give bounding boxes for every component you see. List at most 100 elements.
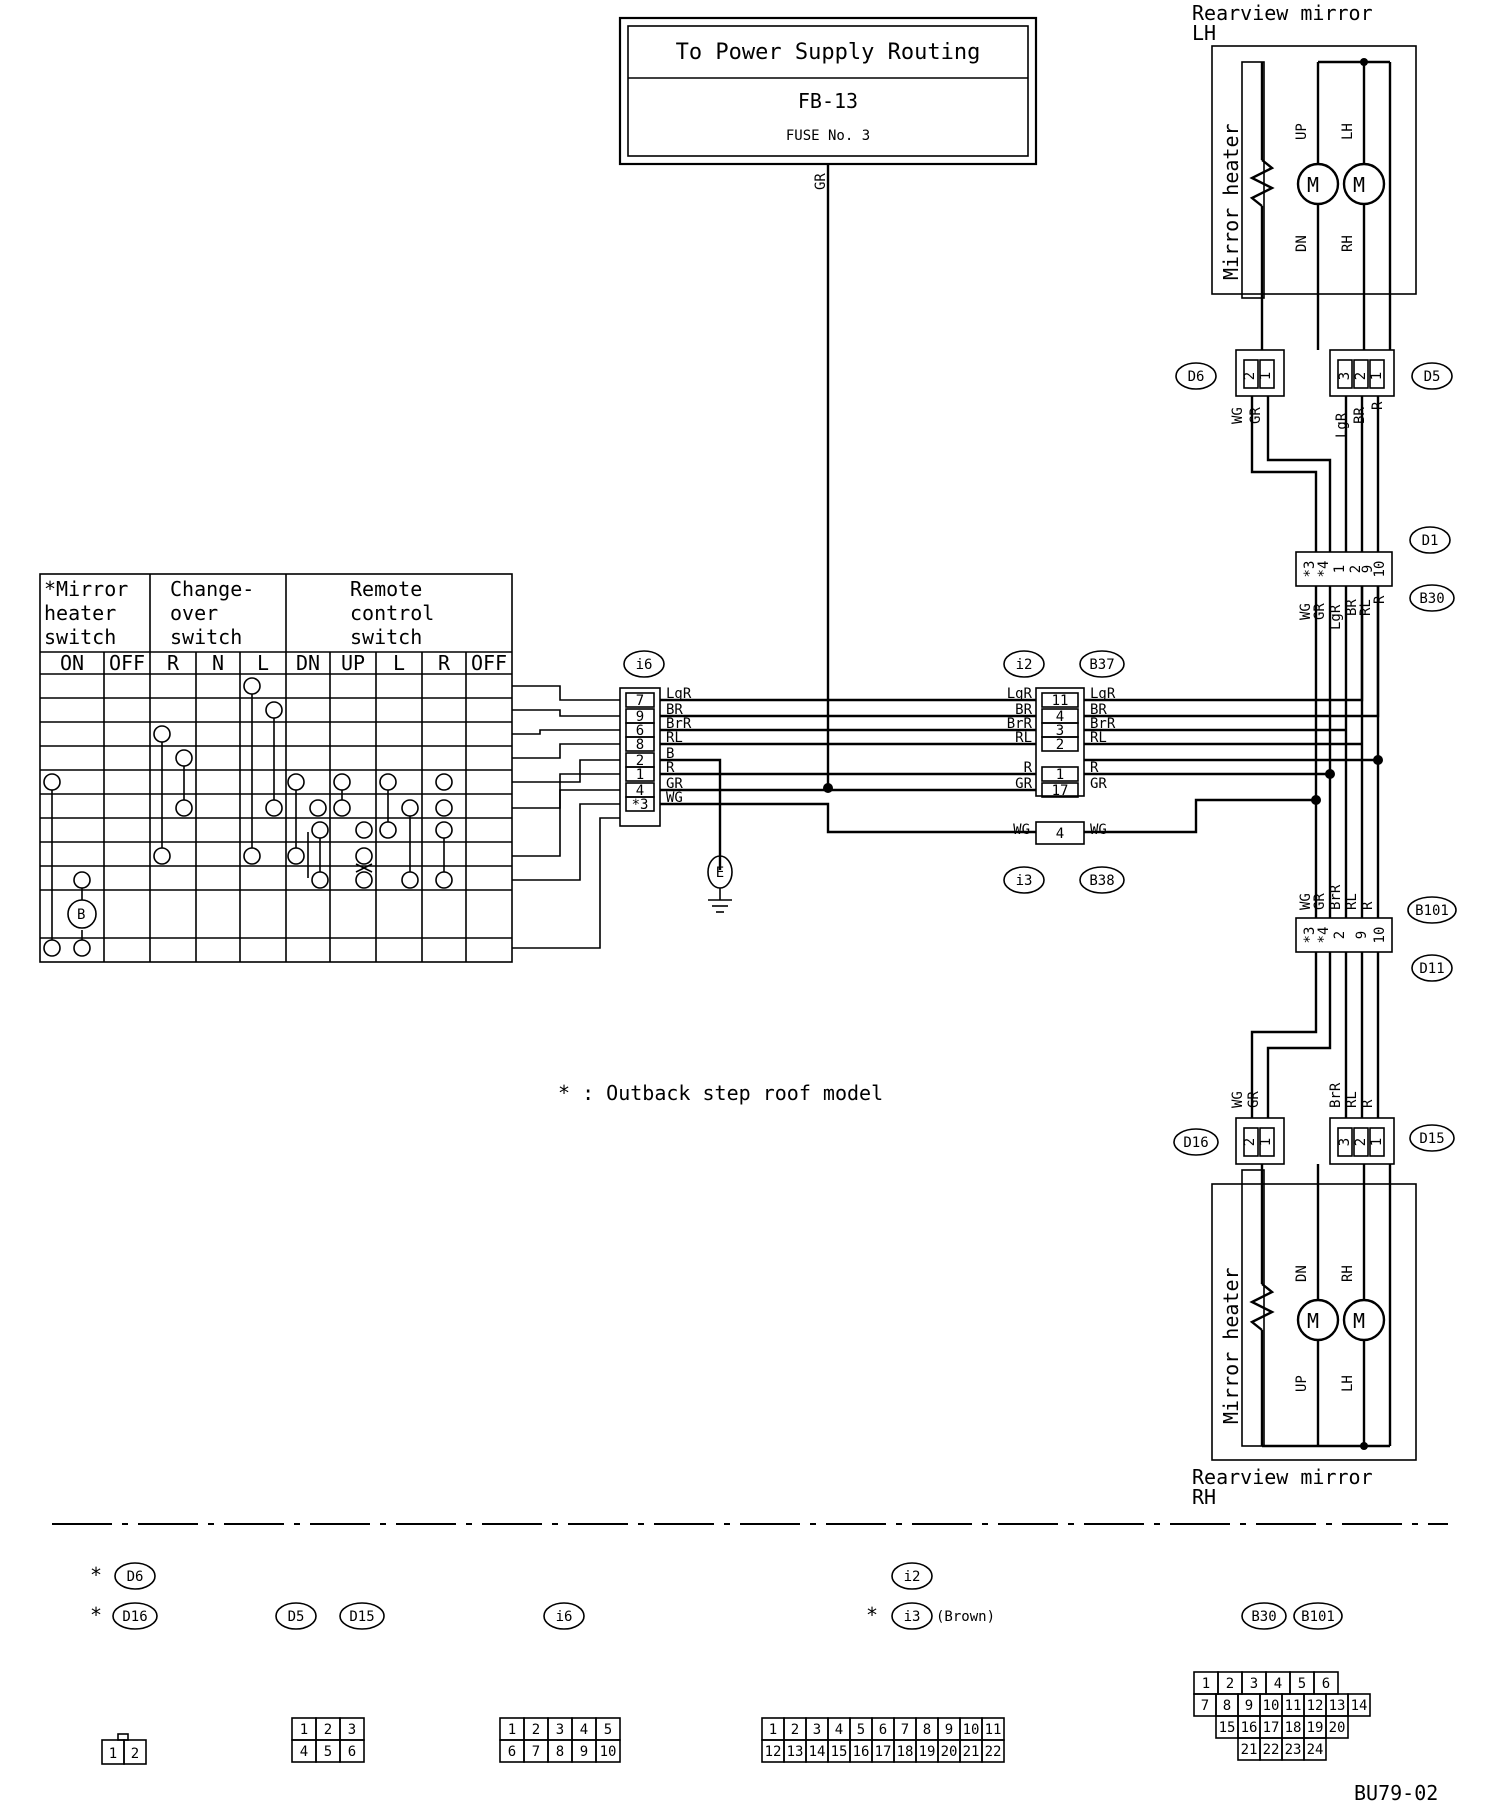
legend-pin-number: 1 [1202, 1676, 1210, 1692]
mirror-rh-up: UP [1294, 1375, 1310, 1392]
svg-text:*: * [90, 1563, 102, 1587]
i2-pin-number: 2 [1056, 737, 1064, 753]
col-r2: R [438, 651, 451, 675]
i6-pin-cell [625, 692, 655, 708]
svg-text:GR: GR [1312, 603, 1328, 620]
i6-pin-number: 1 [636, 767, 644, 783]
i6-wire-label: LgR [666, 686, 692, 702]
svg-text:10: 10 [1372, 927, 1388, 944]
svg-text:2: 2 [1242, 372, 1258, 380]
mirror-rh-title1: Rearview mirror [1192, 1465, 1373, 1489]
col-up: UP [341, 651, 365, 675]
svg-text:M: M [1307, 1309, 1319, 1333]
legend-pin-number: 4 [300, 1744, 308, 1760]
i6-pin-number: 9 [636, 709, 644, 725]
svg-text:D15: D15 [349, 1609, 374, 1625]
mirror-lh-title2: LH [1192, 21, 1216, 45]
legend-pin-number: 21 [1241, 1742, 1258, 1758]
legend-pin-cell [1303, 1737, 1327, 1761]
svg-text:B37: B37 [1089, 657, 1114, 673]
mirror-rh: Mirror heater M M DN UP RH LH Rearview m… [1192, 1164, 1417, 1509]
legend-pin-number: 7 [901, 1722, 909, 1738]
legend-pin-number: 10 [600, 1744, 617, 1760]
legend-pin-number: 19 [919, 1744, 936, 1760]
i2-wire-label-left: BrR [1007, 716, 1033, 732]
legend-pin-cell [339, 1739, 365, 1763]
col-off2: OFF [471, 651, 507, 675]
svg-text:GR: GR [1312, 893, 1328, 910]
svg-text:BR: BR [1344, 599, 1360, 616]
svg-text:GR: GR [1246, 1091, 1262, 1108]
i6-wire-label: R [666, 760, 675, 776]
svg-text:1: 1 [1258, 372, 1274, 380]
mirror-lh-title1: Rearview mirror [1192, 1, 1373, 25]
legend-pin-number: 1 [300, 1722, 308, 1738]
legend-pin-number: 14 [1351, 1698, 1368, 1714]
mirror-lh-lh: LH [1340, 123, 1356, 140]
i6-wire-label: B [666, 746, 674, 762]
svg-text:LgR: LgR [1328, 604, 1344, 630]
legend-pin-number: 8 [923, 1722, 931, 1738]
legend-pin-number: 14 [809, 1744, 826, 1760]
mirror-lh-dn: DN [1294, 235, 1310, 252]
legend-pin-number: 17 [1263, 1720, 1280, 1736]
i2-pin-cell [1041, 736, 1079, 752]
legend-pin-number: 15 [1219, 1720, 1236, 1736]
power-wire-label: GR [813, 173, 829, 190]
i2-wire-label-left: RL [1015, 730, 1032, 746]
col-off: OFF [109, 651, 145, 675]
svg-text:2: 2 [1353, 1138, 1369, 1146]
svg-text:1: 1 [1258, 1138, 1274, 1146]
legend-pin-number: 6 [1322, 1676, 1330, 1692]
i2-pin-cell [1041, 692, 1079, 708]
legend-pin-number: 23 [1285, 1742, 1302, 1758]
svg-text:WG: WG [1090, 822, 1107, 838]
legend-pin-cell [981, 1739, 1005, 1763]
legend-pin-number: 11 [985, 1722, 1002, 1738]
col-l: L [257, 651, 269, 675]
mirror-rh-lh: LH [1340, 1375, 1356, 1392]
connector-d15: BrR RL R 3 2 1 D15 [1328, 1082, 1455, 1165]
legend-pin-number: 20 [1329, 1720, 1346, 1736]
svg-text:i3: i3 [904, 1609, 921, 1625]
group-mirror-heater-l3: switch [44, 625, 116, 649]
legend-pin-number: 21 [963, 1744, 980, 1760]
legend-pin-number: 6 [508, 1744, 516, 1760]
mirror-rh-rh: RH [1340, 1265, 1356, 1282]
legend-pin-number: 3 [1250, 1676, 1258, 1692]
legend-pin-number: 2 [1226, 1676, 1234, 1692]
legend-pin-number: 15 [831, 1744, 848, 1760]
i2-wire-label-left: GR [1015, 776, 1032, 792]
legend-pin-number: 17 [875, 1744, 892, 1760]
svg-text:WG: WG [1230, 407, 1246, 424]
i6-pin-number: 8 [636, 737, 644, 753]
svg-text:R: R [1372, 595, 1388, 604]
col-n: N [212, 651, 224, 675]
legend-pin-number: 22 [985, 1744, 1002, 1760]
i2-wire-label-right: BrR [1090, 716, 1116, 732]
legend-pin-number: 18 [1285, 1720, 1302, 1736]
i2-pin-cell [1041, 766, 1079, 782]
i6-pin-number: 4 [636, 783, 644, 799]
legend-pin-number: 3 [556, 1722, 564, 1738]
legend-pin-number: 4 [835, 1722, 843, 1738]
legend-pin-number: 1 [508, 1722, 516, 1738]
legend-pin-number: 16 [853, 1744, 870, 1760]
col-l2: L [393, 651, 405, 675]
legend-pin-number: 20 [941, 1744, 958, 1760]
legend-pin-cell [595, 1739, 621, 1763]
i6-wire-label: WG [666, 790, 683, 806]
i6-wire-label: BR [666, 702, 683, 718]
i6-pin-cell [625, 796, 655, 812]
svg-text:BrR: BrR [1328, 884, 1344, 910]
legend-pin-number: 4 [1274, 1676, 1282, 1692]
i2-wire-label-left: LgR [1007, 686, 1033, 702]
svg-text:*3: *3 [1302, 927, 1318, 944]
svg-text:B101: B101 [1301, 1609, 1335, 1625]
svg-text:2: 2 [1332, 931, 1348, 939]
svg-text:9: 9 [1360, 565, 1376, 573]
group-changeover-l1: Change- [170, 577, 254, 601]
svg-text:R: R [1360, 901, 1376, 910]
svg-text:R: R [1360, 1099, 1376, 1108]
